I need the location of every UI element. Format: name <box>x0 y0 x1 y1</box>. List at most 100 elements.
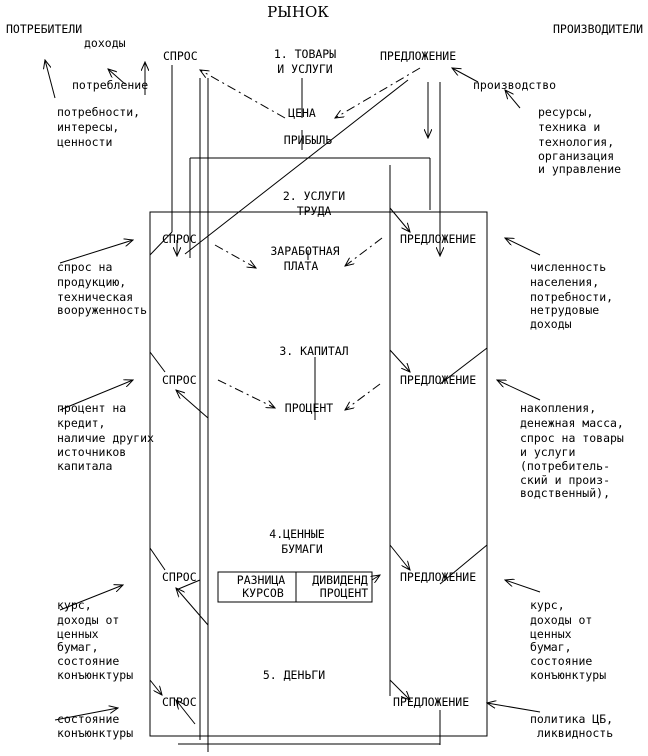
capital-supply-text: спрос на товары <box>520 431 624 445</box>
supply-label: ПРЕДЛОЖЕНИЕ <box>380 49 456 63</box>
securities-demand-text: состояние <box>57 654 119 668</box>
consumers-label: ПОТРЕБИТЕЛИ <box>6 22 82 36</box>
money-demand-text: состояние <box>57 712 119 726</box>
arrow <box>217 379 275 408</box>
capital-demand-text: кредит, <box>57 416 105 430</box>
labor-demand-text: вооруженность <box>57 303 147 317</box>
frame-lines <box>149 65 488 752</box>
securities-supply-text: доходы от <box>530 613 592 627</box>
arrow <box>497 380 541 401</box>
producers-label: ПРОИЗВОДИТЕЛИ <box>553 22 643 36</box>
securities-demand-text: курс, <box>57 598 92 612</box>
arrow <box>505 90 521 109</box>
demand-label: СПРОС <box>162 570 197 584</box>
needs-text: потребности, <box>57 105 140 119</box>
arrow <box>214 244 256 268</box>
demand-label: СПРОС <box>162 695 197 709</box>
money-market-title: 5. ДЕНЬГИ <box>263 668 325 682</box>
arrow <box>59 380 133 411</box>
capital-supply-text: (потребитель- <box>520 459 610 473</box>
resources-text: ресурсы, <box>538 105 593 119</box>
capital-supply-text: и услуги <box>520 445 575 459</box>
capital-demand-text: капитала <box>57 459 112 473</box>
capital-supply-text: водственный), <box>520 486 610 500</box>
arrow <box>200 70 286 119</box>
capital-supply-text: накопления, <box>520 401 596 415</box>
rate-diff-label: РАЗНИЦА <box>237 573 286 587</box>
resources-text: техника и <box>538 120 600 134</box>
interest-label: ПРОЦЕНТ <box>285 401 334 415</box>
wage-label: ЗАРАБОТНАЯ <box>270 244 339 258</box>
diagram-title: РЫНОК <box>267 3 329 21</box>
consumption-label: потребление <box>72 78 148 92</box>
demand-label: СПРОС <box>162 232 197 246</box>
arrow <box>389 544 410 570</box>
arrow <box>176 700 196 725</box>
rate-diff-label: КУРСОВ <box>242 586 284 600</box>
goods-market-title: 1. ТОВАРЫ <box>274 47 336 61</box>
arrow <box>505 580 541 593</box>
arrow <box>487 703 541 713</box>
labor-demand-text: техническая <box>57 290 133 304</box>
needs-text: ценности <box>57 135 112 149</box>
needs-text: интересы, <box>57 120 119 134</box>
capital-supply-text: ский и произ- <box>520 473 610 487</box>
securities-demand-text: конъюнктуры <box>57 668 133 682</box>
supply-label: ПРЕДЛОЖЕНИЕ <box>400 232 476 246</box>
securities-supply-text: состояние <box>530 654 592 668</box>
arrow <box>335 67 421 118</box>
demand-label: СПРОС <box>162 373 197 387</box>
wage-label: ПЛАТА <box>284 259 319 273</box>
arrow <box>505 238 541 256</box>
securities-market-title: 4.ЦЕННЫЕ <box>269 527 324 541</box>
labor-supply-text: численность <box>530 260 606 274</box>
supply-label: ПРЕДЛОЖЕНИЕ <box>393 695 469 709</box>
supply-label: ПРЕДЛОЖЕНИЕ <box>400 373 476 387</box>
money-supply-text: политика ЦБ, <box>530 712 613 726</box>
securities-demand-text: доходы от <box>57 613 119 627</box>
arrow <box>45 60 56 99</box>
arrow <box>59 585 123 611</box>
dividend-label: ПРОЦЕНТ <box>320 586 369 600</box>
production-label: производство <box>473 78 556 92</box>
arrow <box>108 69 126 85</box>
securities-market-title: БУМАГИ <box>281 542 323 556</box>
labor-supply-text: потребности, <box>530 290 613 304</box>
securities-supply-text: конъюнктуры <box>530 668 606 682</box>
labor-market-title: ТРУДА <box>297 204 332 218</box>
capital-market-title: 3. КАПИТАЛ <box>279 344 348 358</box>
securities-box <box>217 571 373 603</box>
arrow <box>59 240 133 264</box>
profit-label: ПРИБЫЛЬ <box>284 133 333 147</box>
supply-label: ПРЕДЛОЖЕНИЕ <box>400 570 476 584</box>
arrows <box>45 60 541 725</box>
money-supply-text: ликвидность <box>537 726 613 740</box>
supply-to-demand-diagonal <box>184 79 409 255</box>
labor-supply-text: нетрудовые <box>530 303 599 317</box>
securities-supply-text: ценных <box>530 627 572 641</box>
arrow <box>176 390 209 419</box>
labor-demand-text: спрос на <box>57 260 112 274</box>
dividend-label: ДИВИДЕНД <box>312 573 367 587</box>
capital-supply-text: денежная масса, <box>520 416 624 430</box>
securities-demand-text: бумаг, <box>57 640 99 654</box>
capital-demand-text: процент на <box>57 401 126 415</box>
labels: РЫНОК ПОТРЕБИТЕЛИ ПРОИЗВОДИТЕЛИ СПРОС СП… <box>6 3 643 740</box>
goods-market-title: И УСЛУГИ <box>277 62 332 76</box>
demand-label: СПРОС <box>163 49 198 63</box>
arrow <box>372 575 380 580</box>
arrow <box>389 207 410 232</box>
resources-text: технология, <box>538 135 614 149</box>
arrow <box>149 679 162 695</box>
money-demand-text: конъюнктуры <box>57 726 133 740</box>
labor-supply-text: доходы <box>530 317 572 331</box>
resources-text: и управление <box>538 162 621 176</box>
arrow <box>452 68 479 83</box>
incomes-label: доходы <box>84 36 126 50</box>
labor-supply-text: населения, <box>530 275 599 289</box>
capital-demand-text: наличие других <box>57 431 154 445</box>
arrow <box>389 349 410 372</box>
arrow <box>345 383 381 410</box>
labor-demand-text: продукцию, <box>57 275 126 289</box>
